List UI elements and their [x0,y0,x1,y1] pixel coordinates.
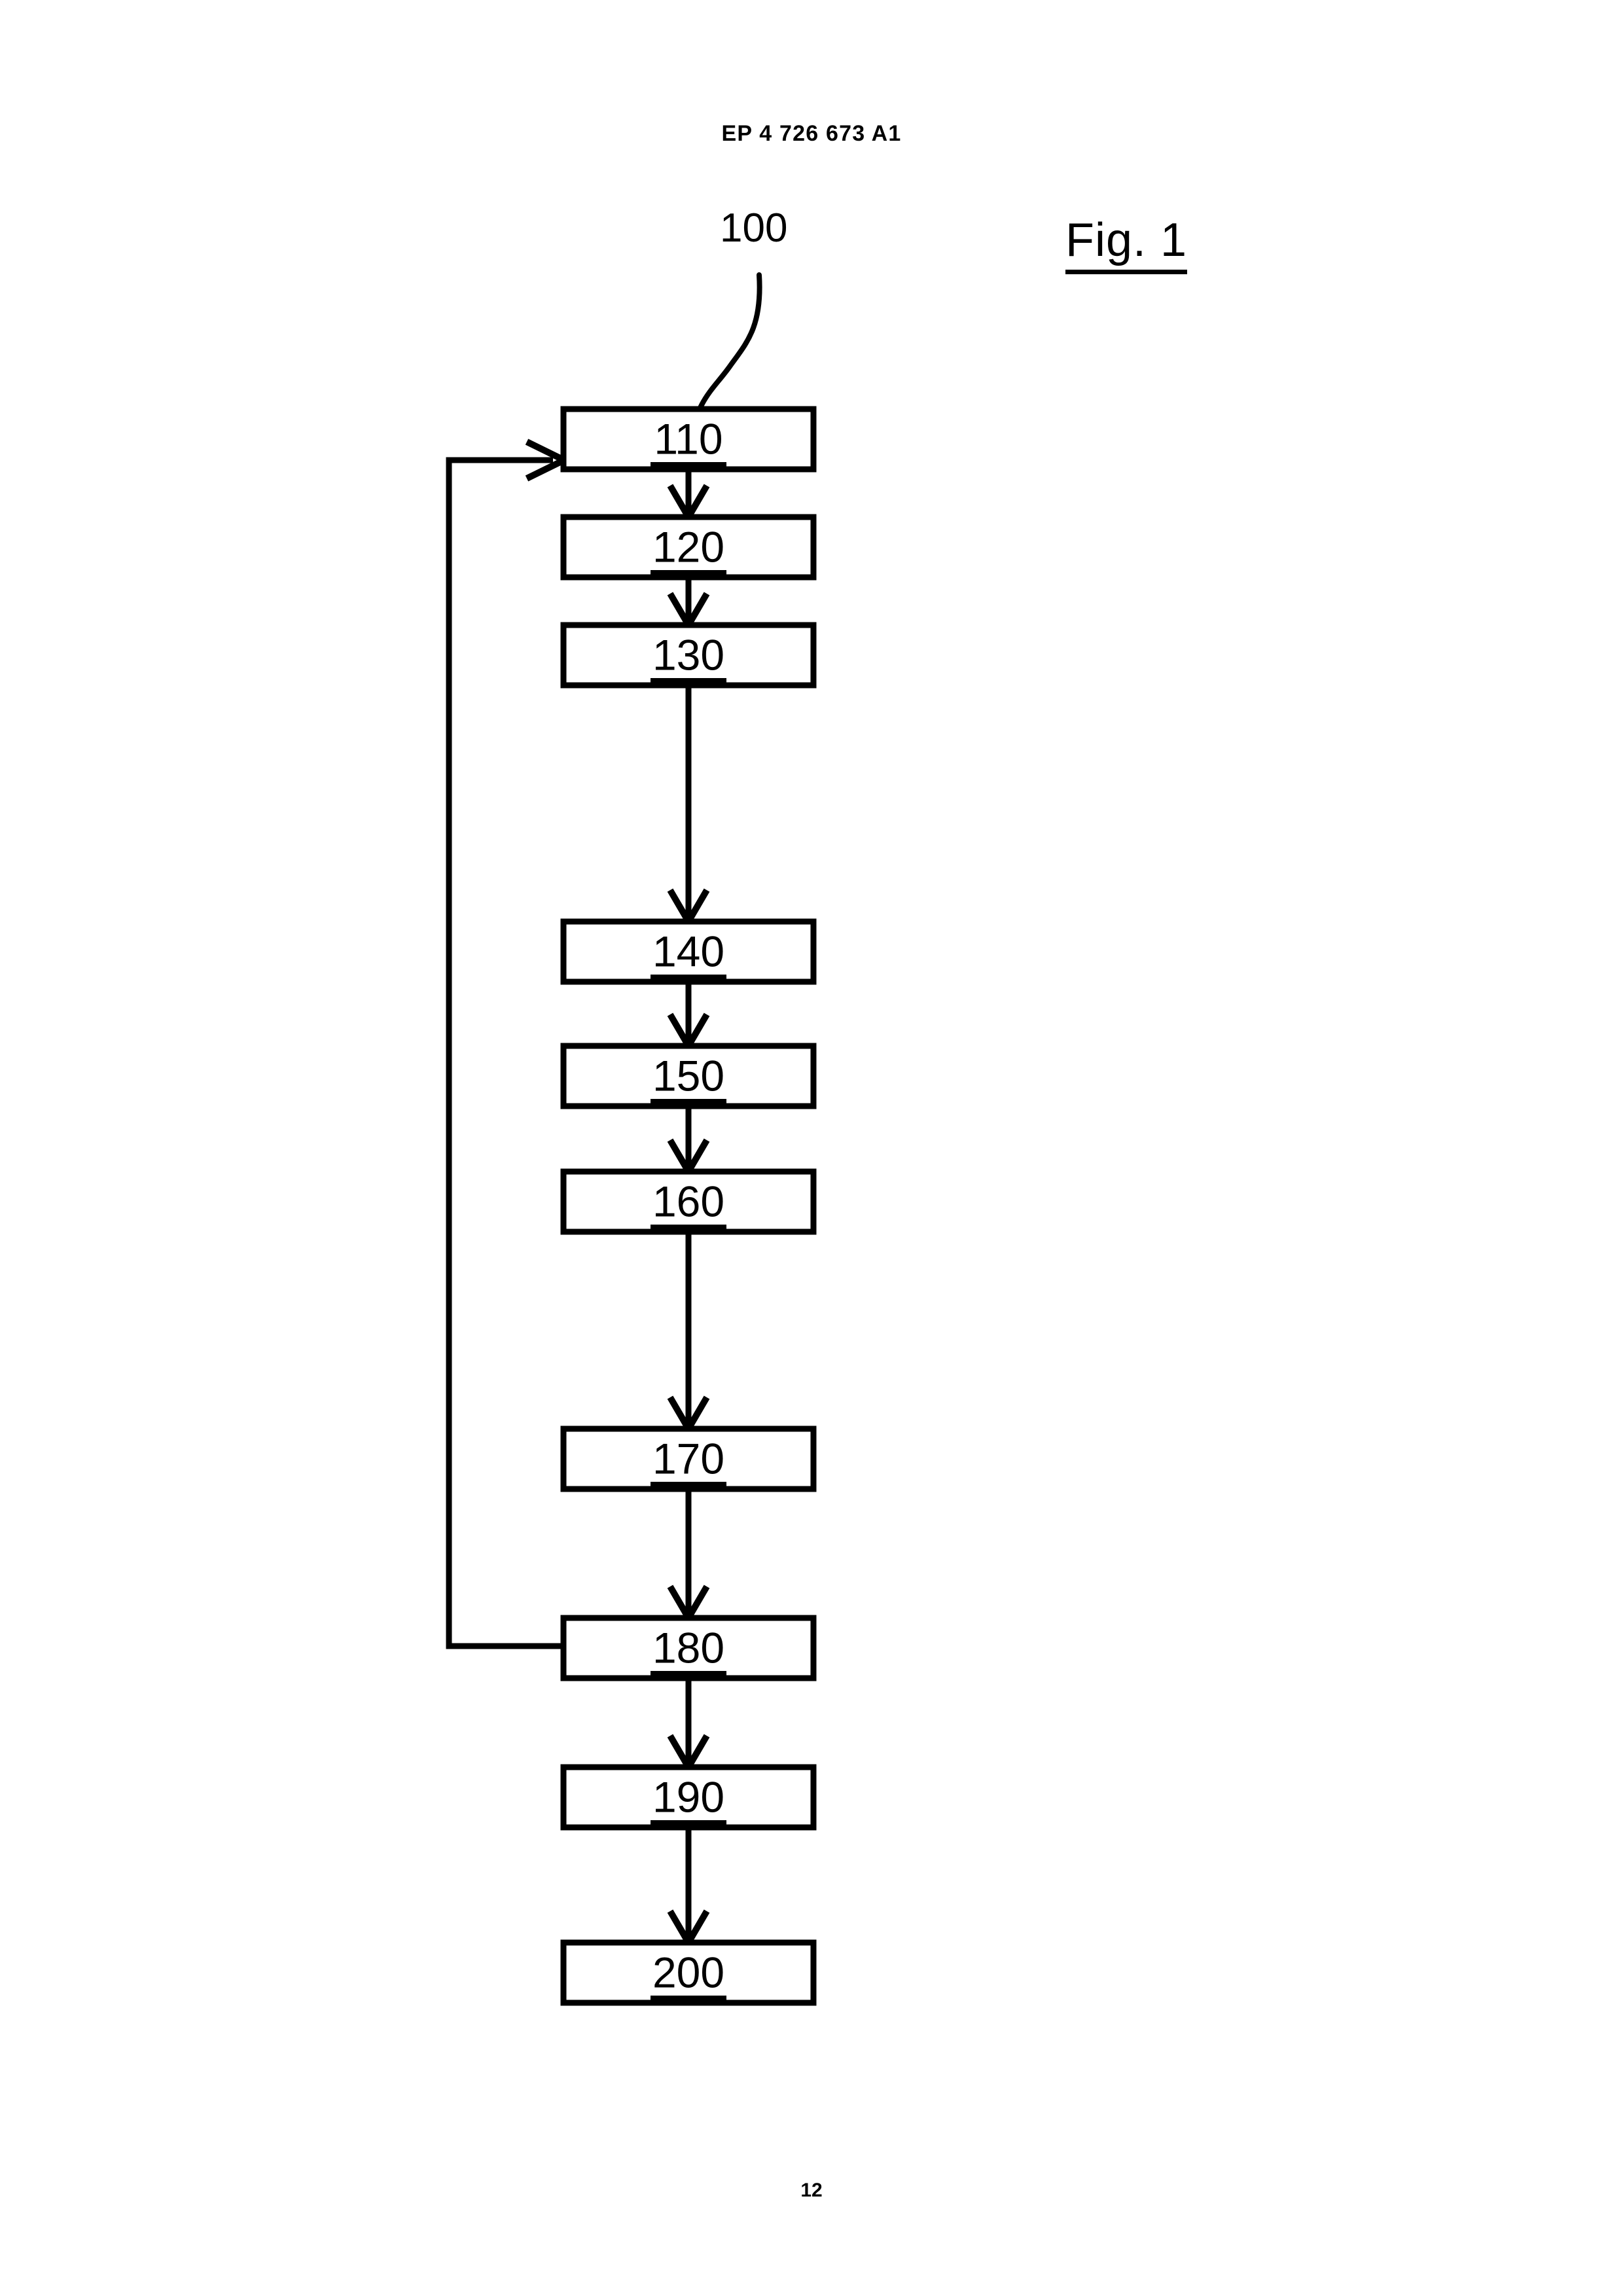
flow-box-170[interactable]: 170 [560,1426,817,1492]
flow-box-160[interactable]: 160 [560,1168,817,1235]
patent-publication-number: EP 4 726 673 A1 [721,121,902,146]
connector-110-to-120 [667,469,710,524]
connector-160-to-170 [667,1232,710,1435]
flow-box-130-label: 130 [652,630,724,679]
flow-box-180[interactable]: 180 [560,1615,817,1681]
connector-170-to-180 [667,1489,710,1624]
reference-numeral-100: 100 [720,206,788,251]
connector-120-to-130 [667,577,710,632]
connector-150-to-160 [667,1106,710,1178]
flow-box-150-label: 150 [652,1051,724,1100]
flow-box-120-label: 120 [652,522,724,571]
flow-box-200[interactable]: 200 [560,1939,817,2006]
flow-box-160-label: 160 [652,1177,724,1225]
connector-180-to-110-feedback [446,439,572,1649]
flow-box-190[interactable]: 190 [560,1764,817,1831]
flow-box-140[interactable]: 140 [560,918,817,985]
flow-box-120[interactable]: 120 [560,514,817,581]
figure-label: Fig. 1 [1065,215,1188,274]
connector-140-to-150 [667,982,710,1052]
flow-box-110[interactable]: 110 [560,406,817,473]
flow-box-130[interactable]: 130 [560,622,817,689]
flow-box-110-label: 110 [654,414,722,463]
flow-box-200-label: 200 [652,1948,724,1996]
connector-130-to-140 [667,685,710,928]
connector-180-to-190 [667,1678,710,1774]
flow-box-140-label: 140 [652,927,724,975]
flow-box-190-label: 190 [652,1772,724,1821]
flow-box-180-label: 180 [652,1623,724,1672]
flow-box-170-label: 170 [652,1434,724,1482]
page-number: 12 [800,2179,823,2201]
flow-box-150[interactable]: 150 [560,1043,817,1109]
connector-190-to-200 [667,1827,710,1949]
